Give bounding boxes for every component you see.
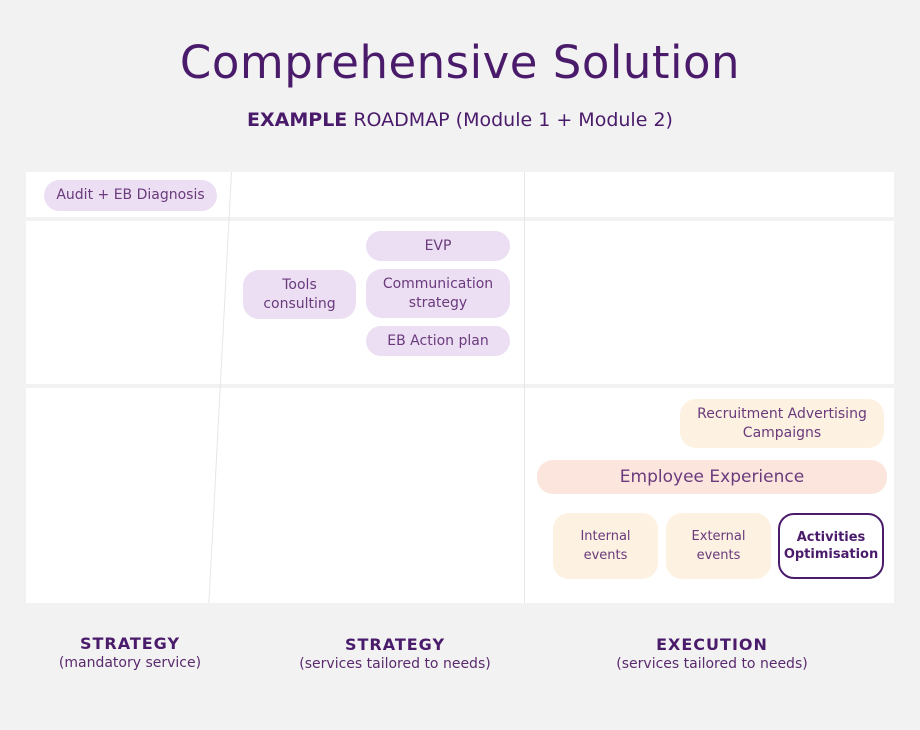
activities-optimisation-block: Activities Optimisation <box>778 513 884 579</box>
page-title: Comprehensive Solution <box>179 36 741 89</box>
eb-action-plan-block: EB Action plan <box>366 326 510 356</box>
internal-events-block: Internal events <box>553 513 658 579</box>
subtitle-text: ROADMAP (Module 1 + Module 2) <box>353 109 673 131</box>
subtitle-emphasis: EXAMPLE <box>247 109 348 131</box>
column-3-title: EXECUTION <box>656 635 768 654</box>
recruitment-advertising-campaigns-block: Recruitment Advertising Campaigns <box>680 399 884 448</box>
column-2-title: STRATEGY <box>344 635 446 654</box>
roadmap-board: Audit + EB Diagnosis Tools consulting EV… <box>26 172 894 603</box>
column-1-subtitle: (mandatory service) <box>58 655 202 671</box>
evp-block: EVP <box>366 231 510 261</box>
audit-eb-diagnosis-block: Audit + EB Diagnosis <box>44 180 217 211</box>
column-divider-2 <box>524 172 525 603</box>
page-subtitle: EXAMPLE ROADMAP (Module 1 + Module 2) <box>0 109 920 131</box>
communication-strategy-block: Communication strategy <box>366 269 510 318</box>
column-3-subtitle: (services tailored to needs) <box>616 656 808 672</box>
tools-consulting-block: Tools consulting <box>243 270 356 319</box>
external-events-block: External events <box>666 513 771 579</box>
column-label-1: STRATEGY (mandatory service) <box>30 634 230 671</box>
column-2-subtitle: (services tailored to needs) <box>299 656 491 672</box>
column-1-title: STRATEGY <box>79 634 181 653</box>
column-label-3: EXECUTION (services tailored to needs) <box>597 635 827 672</box>
employee-experience-block: Employee Experience <box>537 460 887 494</box>
column-label-2: STRATEGY (services tailored to needs) <box>280 635 510 672</box>
